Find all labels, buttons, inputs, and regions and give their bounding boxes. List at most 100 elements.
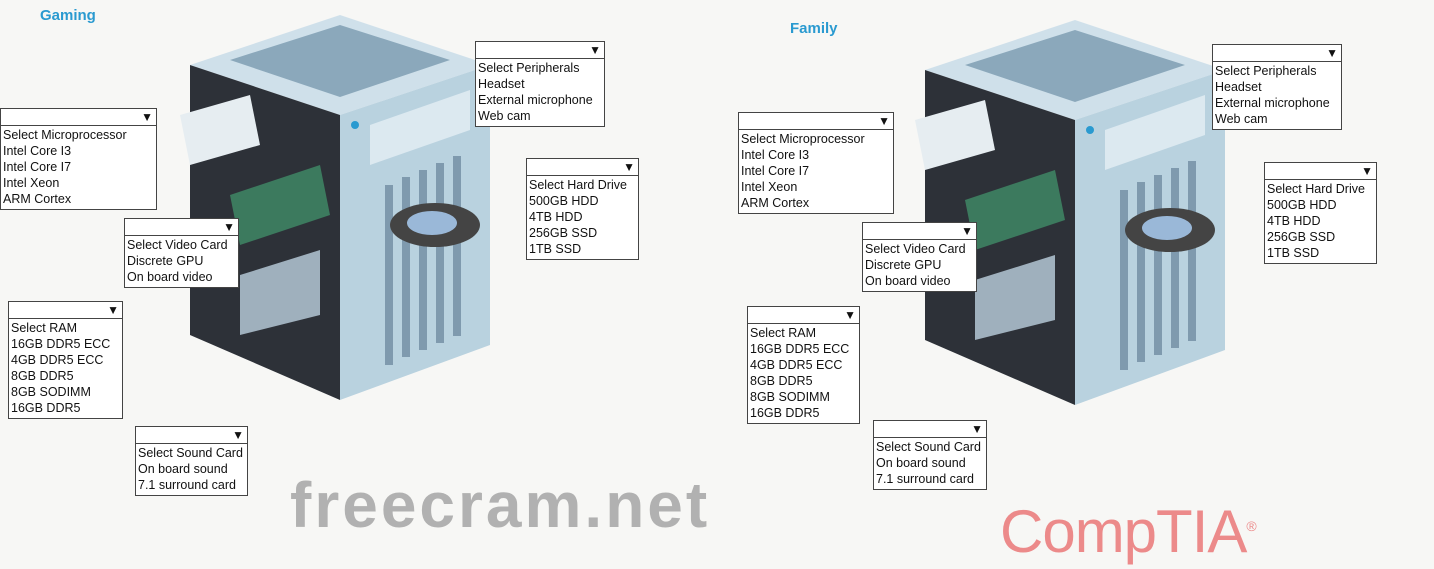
dropdown-option[interactable]: On board video [865,274,951,288]
dropdown-option[interactable]: ARM Cortex [3,192,72,206]
dropdown-option[interactable]: Select RAM [750,326,816,340]
family-sound-card-dropdown[interactable]: ▼ Select Sound Card On board sound 7.1 surr… [873,420,987,490]
dropdown-toggle[interactable]: ▼ [0,108,157,126]
dropdown-toggle[interactable]: ▼ [862,222,977,240]
dropdown-option[interactable]: 1TB SSD [1267,246,1320,260]
dropdown-toggle[interactable]: ▼ [526,158,639,176]
dropdown-toggle[interactable]: ▼ [1264,162,1377,180]
dropdown-option[interactable]: Web cam [1215,112,1268,126]
dropdown-option[interactable]: 4GB DDR5 ECC [11,353,104,367]
dropdown-option[interactable]: Intel Core I7 [741,164,810,178]
dropdown-toggle[interactable]: ▼ [1212,44,1342,62]
dropdown-option[interactable]: 8GB SODIMM [750,390,830,404]
registered-mark: ® [1246,518,1256,534]
dropdown-option[interactable]: On board video [127,270,213,284]
dropdown-option[interactable]: On board sound [876,456,966,470]
chevron-down-icon: ▼ [971,422,983,436]
dropdown-option[interactable]: On board sound [138,462,228,476]
dropdown-option[interactable]: 256GB SSD [1267,230,1336,244]
dropdown-options: Select RAM 16GB DDR5 ECC 4GB DDR5 ECC 8GB D… [747,324,860,424]
dropdown-option[interactable]: Headset [1215,80,1262,94]
dropdown-option[interactable]: Headset [478,77,525,91]
comptia-logo: CompTIA® [1000,500,1257,564]
dropdown-option[interactable]: 8GB DDR5 [750,374,813,388]
gaming-sound-card-dropdown[interactable]: ▼ Select Sound Card On board sound 7.1 surr… [135,426,248,496]
dropdown-option[interactable]: Select Peripherals [478,61,580,75]
dropdown-option[interactable]: Discrete GPU [865,258,942,272]
dropdown-option[interactable]: Select Hard Drive [1267,182,1365,196]
gaming-ram-dropdown[interactable]: ▼ Select RAM 16GB DDR5 ECC 4GB DDR5 ECC 8GB … [8,301,123,419]
chevron-down-icon: ▼ [589,43,601,57]
dropdown-option[interactable]: Select Sound Card [138,446,243,460]
chevron-down-icon: ▼ [961,224,973,238]
dropdown-option[interactable]: 16GB DDR5 [11,401,81,415]
dropdown-options: Select Sound Card On board sound 7.1 surro… [135,444,248,496]
dropdown-option[interactable]: ARM Cortex [741,196,810,210]
dropdown-toggle[interactable]: ▼ [747,306,860,324]
dropdown-option[interactable]: Intel Core I3 [741,148,810,162]
dropdown-option[interactable]: Select Microprocessor [741,132,865,146]
family-ram-dropdown[interactable]: ▼ Select RAM 16GB DDR5 ECC 4GB DDR5 ECC 8GB … [747,306,860,424]
dropdown-option[interactable]: 8GB DDR5 [11,369,74,383]
dropdown-option[interactable]: 500GB HDD [1267,198,1337,212]
dropdown-toggle[interactable]: ▼ [8,301,123,319]
dropdown-option[interactable]: Intel Core I3 [3,144,72,158]
chevron-down-icon: ▼ [141,110,153,124]
dropdown-options: Select Sound Card On board sound 7.1 surro… [873,438,987,490]
dropdown-option[interactable]: External microphone [478,93,593,107]
dropdown-option[interactable]: Select Peripherals [1215,64,1317,78]
family-pc-tower-image [915,20,1225,405]
dropdown-option[interactable]: Web cam [478,109,531,123]
dropdown-option[interactable]: 7.1 surround card [138,478,236,492]
dropdown-option[interactable]: 16GB DDR5 [750,406,820,420]
dropdown-option[interactable]: 4GB DDR5 ECC [750,358,843,372]
chevron-down-icon: ▼ [878,114,890,128]
dropdown-options: Select Hard Drive 500GB HDD 4TB HDD 256GB S… [526,176,639,260]
dropdown-option[interactable]: 7.1 surround card [876,472,974,486]
family-title: Family [790,20,838,37]
dropdown-toggle[interactable]: ▼ [135,426,248,444]
dropdown-option[interactable]: External microphone [1215,96,1330,110]
dropdown-option[interactable]: Select Sound Card [876,440,981,454]
dropdown-option[interactable]: 256GB SSD [529,226,598,240]
dropdown-option[interactable]: Select Microprocessor [3,128,127,142]
dropdown-option[interactable]: 4TB HDD [1267,214,1321,228]
dropdown-options: Select Hard Drive 500GB HDD 4TB HDD 256GB S… [1264,180,1377,264]
family-hard-drive-dropdown[interactable]: ▼ Select Hard Drive 500GB HDD 4TB HDD 256GB … [1264,162,1377,264]
dropdown-toggle[interactable]: ▼ [738,112,894,130]
dropdown-option[interactable]: Intel Core I7 [3,160,72,174]
dropdown-option[interactable]: Select Hard Drive [529,178,627,192]
dropdown-option[interactable]: Discrete GPU [127,254,204,268]
gaming-hard-drive-dropdown[interactable]: ▼ Select Hard Drive 500GB HDD 4TB HDD 256GB … [526,158,639,260]
watermark: freecram.net [290,469,711,541]
dropdown-option[interactable]: Select RAM [11,321,77,335]
dropdown-toggle[interactable]: ▼ [124,218,239,236]
dropdown-option[interactable]: 500GB HDD [529,194,599,208]
dropdown-option[interactable]: 8GB SODIMM [11,385,91,399]
chevron-down-icon: ▼ [844,308,856,322]
dropdown-option[interactable]: Select Video Card [127,238,228,252]
dropdown-toggle[interactable]: ▼ [873,420,987,438]
dropdown-option[interactable]: Select Video Card [865,242,966,256]
dropdown-option[interactable]: 4TB HDD [529,210,583,224]
dropdown-toggle[interactable]: ▼ [475,41,605,59]
gaming-title: Gaming [40,7,96,24]
chevron-down-icon: ▼ [1326,46,1338,60]
gaming-pc-tower-image [180,15,490,400]
dropdown-option[interactable]: Intel Xeon [3,176,60,190]
dropdown-option[interactable]: 16GB DDR5 ECC [11,337,111,351]
dropdown-option[interactable]: 16GB DDR5 ECC [750,342,850,356]
dropdown-option[interactable]: Intel Xeon [741,180,798,194]
chevron-down-icon: ▼ [1361,164,1373,178]
chevron-down-icon: ▼ [223,220,235,234]
dropdown-option[interactable]: 1TB SSD [529,242,582,256]
